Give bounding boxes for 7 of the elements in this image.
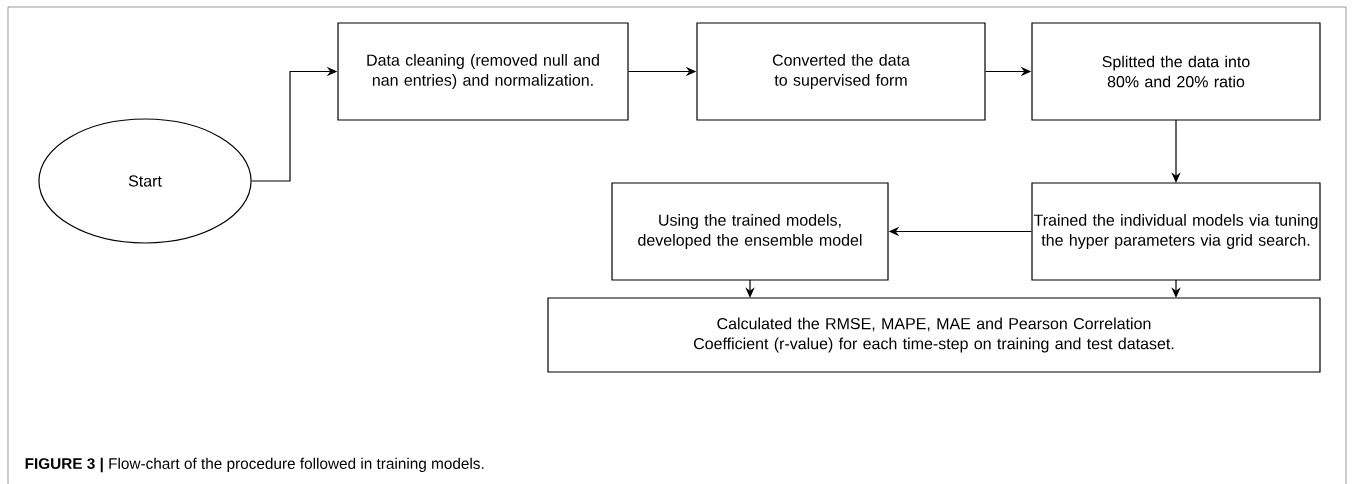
process-box: Splitted the data into 80% and 20% ratio [1031,22,1321,121]
process-box: Calculated the RMSE, MAPE, MAE and Pearson Correlation Coefficient (r-value) for each time-step on training and test dataset. [547,297,1321,373]
process-box: Converted the data to supervised form [696,22,986,121]
process-box: Trained the individual models via tuning the hyper parameters via grid search. [1031,182,1321,281]
process-box: Using the trained models, developed the ensemble model [611,182,889,281]
caption: FIGURE 3 | Flow-chart of the procedure followed in training models. [25,457,484,473]
process-box: Data cleaning (removed null and nan entries) and normalization. [337,22,629,121]
